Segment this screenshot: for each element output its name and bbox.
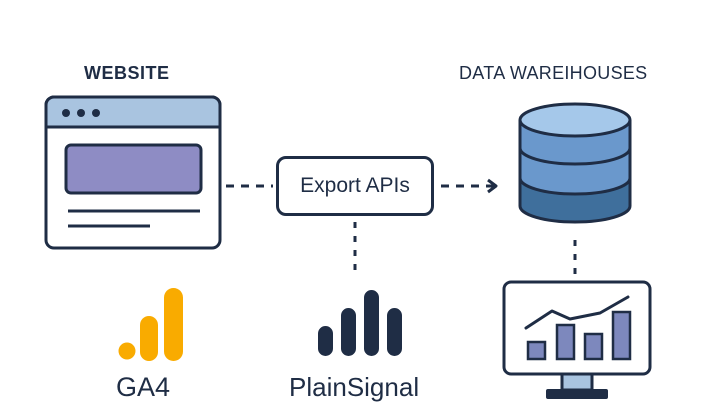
browser-window-icon — [44, 95, 222, 250]
export-apis-label: Export APIs — [300, 174, 410, 197]
website-label: WEBSITE — [84, 63, 170, 83]
warehouse-label: DATA WAREIHOUSES — [459, 63, 648, 83]
ga4-label: GA4 — [116, 372, 171, 402]
database-icon — [518, 102, 632, 224]
export-apis-box: Export APIs — [276, 156, 434, 216]
connector-export-warehouse — [441, 178, 498, 194]
plainsignal-label: PlainSignal — [289, 372, 420, 402]
ga4-logo-icon — [118, 288, 183, 361]
analytics-monitor-icon — [502, 280, 652, 399]
plainsignal-logo-icon — [318, 290, 402, 356]
